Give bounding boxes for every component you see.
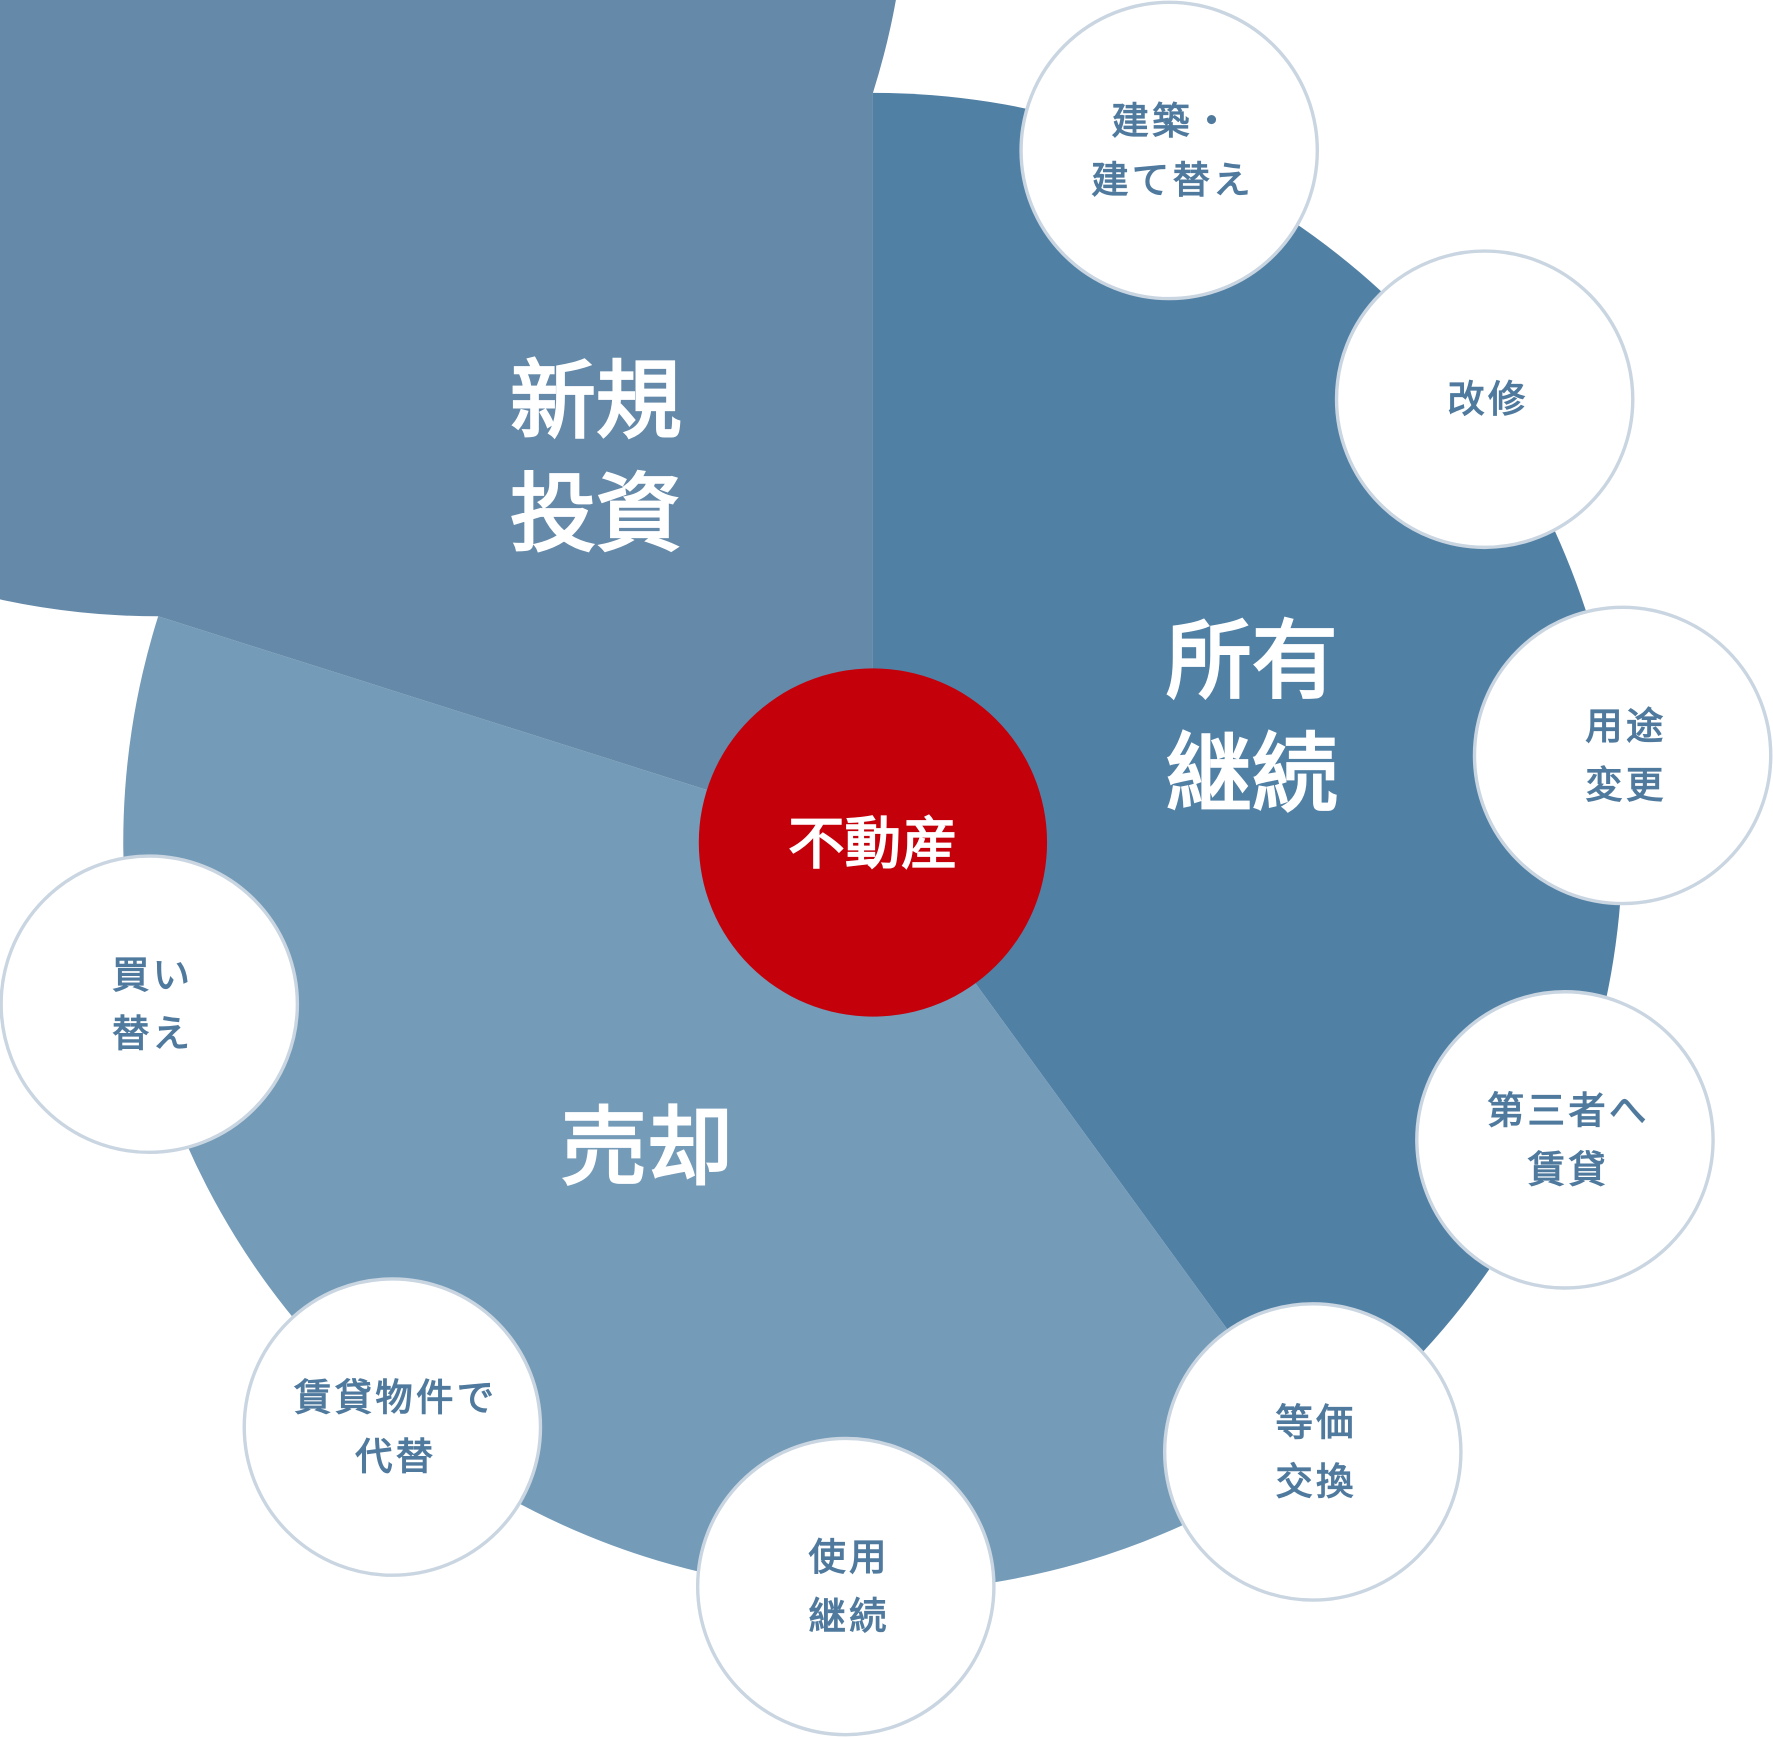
option-circle [242, 1277, 543, 1577]
option-circle [1472, 605, 1773, 906]
option-label: 建て替え [1091, 158, 1254, 202]
segment-label: 継続 [1166, 725, 1338, 825]
option-label: 改修 [1447, 377, 1528, 421]
segment-label: 売却 [561, 1098, 733, 1198]
center-circle [698, 668, 1048, 1017]
option-label: 使用 [808, 1535, 889, 1579]
option-label: 交換 [1275, 1459, 1356, 1503]
option-circle [0, 854, 300, 1154]
option-circle [695, 1436, 996, 1737]
option-label: 等価 [1275, 1401, 1356, 1445]
option-label: 代替 [354, 1434, 436, 1478]
option-label: 替え [112, 1012, 193, 1056]
option-circle [1334, 249, 1635, 550]
option-bubble: 建築・建て替え [1019, 0, 1320, 301]
option-label: 継続 [808, 1594, 889, 1638]
center-label: 不動産 [788, 812, 958, 877]
option-label: 賃貸物件で [293, 1376, 497, 1420]
option-label: 建築・ [1112, 99, 1234, 143]
segment-label: 所有 [1166, 612, 1338, 712]
option-bubble: 改修 [1334, 249, 1635, 550]
option-label: 変更 [1585, 763, 1666, 807]
option-circle [1019, 0, 1320, 301]
option-label: 賃貸 [1527, 1147, 1609, 1191]
option-circle [1415, 990, 1715, 1290]
segment-label: 新規 [510, 352, 682, 452]
option-label: 第三者へ [1487, 1088, 1650, 1132]
segment-new-investment [0, 0, 896, 843]
option-label: 用途 [1585, 704, 1666, 748]
option-circle [1162, 1302, 1463, 1602]
option-label: 買い [112, 953, 193, 997]
segment-label: 投資 [510, 465, 682, 565]
